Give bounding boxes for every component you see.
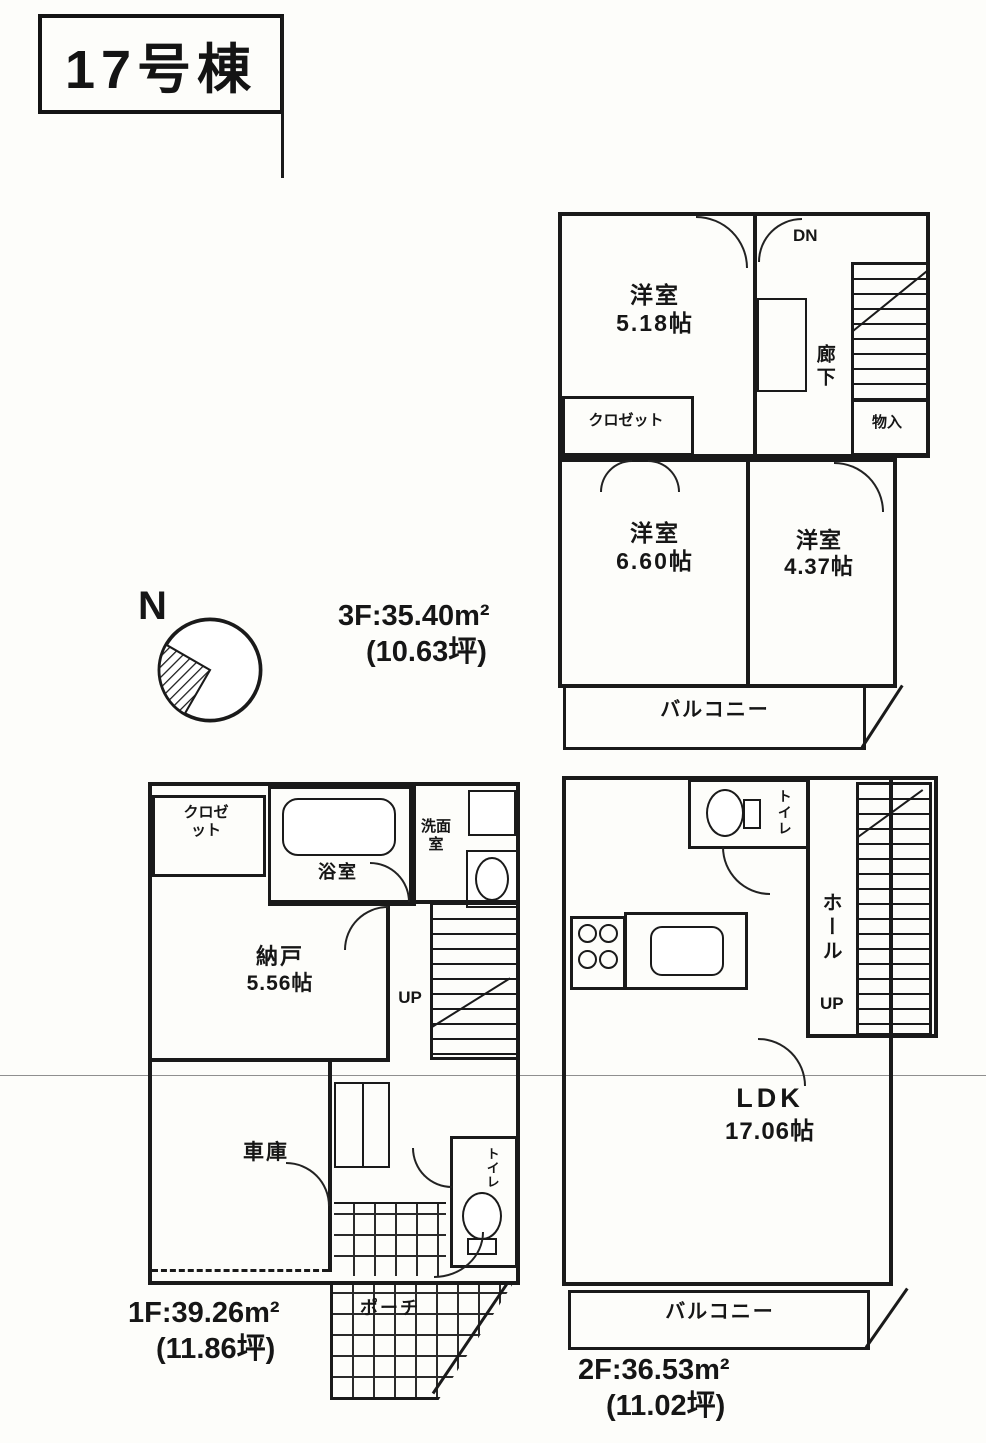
- floor2-balcony-chamfer: [864, 1287, 909, 1349]
- washing-machine-icon: [468, 790, 516, 836]
- floor1-washroom-wall: [412, 782, 416, 906]
- entrance-step-line: [334, 1202, 446, 1204]
- floor3-partition-wall: [753, 212, 757, 458]
- floor3-balcony-walls: [563, 684, 866, 750]
- floor2-balcony-label: バルコニー: [665, 1301, 775, 1323]
- north-compass-icon: [157, 617, 263, 723]
- room-size: 17.06帖: [724, 1118, 816, 1146]
- kitchen-sink-icon: [650, 926, 724, 976]
- floor3-area-label: 3F:35.40m² (10.63坪): [338, 598, 490, 671]
- floor1-area-m2: 1F:39.26m²: [128, 1297, 280, 1329]
- building-title-box: 17号棟: [38, 14, 284, 114]
- floor2-hall-label: ホール: [819, 892, 841, 964]
- room-name: 納戸: [255, 944, 304, 969]
- floor2-toilet-label: トイレ: [776, 789, 793, 837]
- floor2-hall-wall: [806, 776, 810, 1038]
- floor3-hallway-label: 廊下: [813, 344, 835, 390]
- hall-closet-door: [362, 1082, 390, 1168]
- floor2-stairs: [856, 782, 932, 1036]
- floor3-bedroom1-label: 洋室 5.18帖: [575, 282, 735, 337]
- vanity-sink-icon: [466, 850, 518, 908]
- floor1-garage-label: 車庫: [243, 1141, 289, 1164]
- floor3-balcony-chamfer: [860, 684, 904, 749]
- room-name: 洋室: [795, 528, 842, 553]
- bathtub-icon: [282, 798, 396, 856]
- floor3-closet-label: クロゼット: [588, 412, 664, 429]
- floor1-bath-walls: [268, 786, 412, 906]
- floor1-area-tsubo: (11.86坪): [156, 1333, 276, 1366]
- floor3-stairs: [851, 262, 929, 402]
- entrance-tile-floor: [334, 1204, 446, 1276]
- floor3-bedroom-divider: [746, 458, 750, 688]
- room-size: 5.56帖: [246, 972, 314, 996]
- stove-burner-icon: [578, 950, 597, 969]
- floor3-hall-closet: [757, 298, 807, 392]
- floor3-area-m2: 3F:35.40m²: [338, 600, 490, 632]
- floor1-storage-right-wall: [386, 900, 390, 1062]
- floor3-storage-walls: [851, 398, 929, 456]
- floor3-closet-walls: [562, 396, 694, 456]
- room-size: 4.37帖: [784, 554, 854, 580]
- room-name: 洋室: [630, 282, 680, 308]
- floor2-area-m2: 2F:36.53m²: [578, 1354, 730, 1386]
- room-name: LDK: [736, 1083, 804, 1113]
- floor2-area-tsubo: (11.02坪): [606, 1390, 726, 1423]
- room-size: 5.18帖: [616, 309, 694, 336]
- floor2-up-label: UP: [820, 994, 844, 1013]
- floor2-stairs-divider: [890, 782, 892, 1030]
- floor3-area-tsubo: (10.63坪): [366, 636, 487, 669]
- floor1-stairs: [430, 902, 520, 1060]
- floor1-storage-room-label: 納戸 5.56帖: [200, 944, 360, 997]
- floor2-ldk-label: LDK 17.06帖: [690, 1082, 850, 1147]
- stove-burner-icon: [599, 950, 618, 969]
- stove-burner-icon: [578, 924, 597, 943]
- kitchen-counter: [624, 912, 748, 990]
- room-size: 6.60帖: [616, 547, 694, 574]
- floor1-toilet-label: トイレ: [484, 1147, 500, 1189]
- room-name: 洋室: [630, 520, 680, 546]
- compass-north-label: N: [138, 584, 167, 628]
- floor3-storage-label: 物入: [871, 414, 902, 431]
- floor1-area-label: 1F:39.26m² (11.86坪): [128, 1295, 280, 1368]
- floor1-garage-right-wall: [328, 1058, 332, 1272]
- floor3-balcony-label: バルコニー: [660, 699, 770, 721]
- stove-icon: [570, 916, 626, 990]
- hall-closet-door: [334, 1082, 364, 1168]
- toilet-tank-icon: [743, 799, 761, 829]
- page-border-line: [281, 16, 284, 178]
- floor2-hall-bottom-wall: [806, 1034, 930, 1038]
- floor3-bedroom2-label: 洋室 6.60帖: [575, 520, 735, 575]
- floor2-balcony-walls: [568, 1290, 870, 1350]
- floor1-closet-label: クロゼット: [183, 804, 229, 839]
- floor1-up-label: UP: [398, 988, 422, 1007]
- floor1-closet-walls: [152, 795, 266, 877]
- floor1-bath-bottom-wall: [268, 900, 516, 904]
- floor1-porch-label: ポーチ: [360, 1298, 420, 1318]
- toilet-bowl-icon: [706, 789, 744, 837]
- floor1-storage-bottom-wall: [148, 1058, 390, 1062]
- floor1-garage-opening: [152, 1269, 328, 1272]
- stove-burner-icon: [599, 924, 618, 943]
- floor2-area-label: 2F:36.53m² (11.02坪): [578, 1352, 730, 1425]
- floor1-bath-label: 浴室: [318, 862, 358, 882]
- floor1-washroom-label: 洗面室: [420, 818, 451, 853]
- building-title: 17号棟: [64, 39, 258, 100]
- scan-fold-line: [0, 1075, 986, 1076]
- floor3-bedroom3-label: 洋室 4.37帖: [752, 528, 886, 581]
- floor1-toilet-walls: [450, 1136, 518, 1268]
